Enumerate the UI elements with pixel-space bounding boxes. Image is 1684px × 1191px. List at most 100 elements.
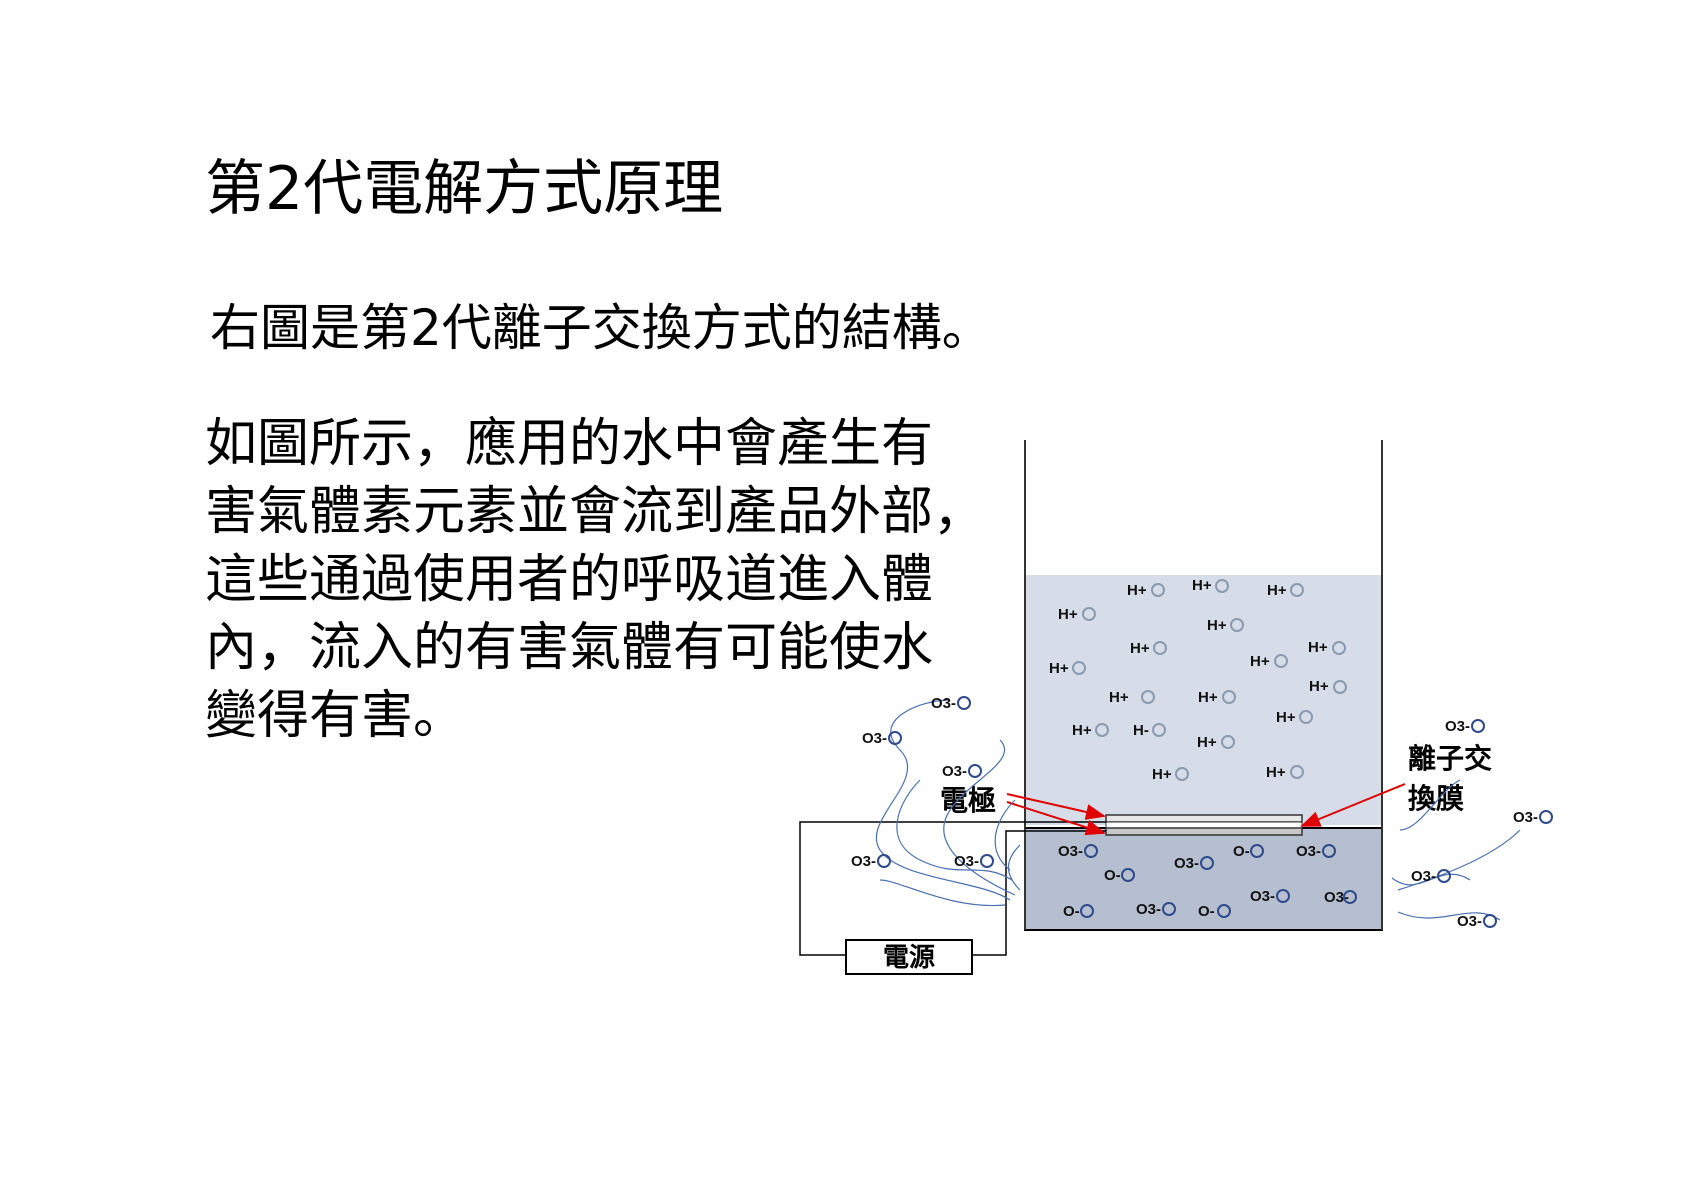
ion-label: O- [1198,903,1215,920]
ion-label: O3- [1174,855,1199,872]
ion-label: H+ [1207,617,1227,634]
ion-circle [1152,723,1166,737]
ion-label: H- [1133,722,1149,739]
ion-circle [1095,723,1109,737]
ion-circle [888,731,902,745]
ion-label: O- [1104,867,1121,884]
ion-circle [1215,579,1229,593]
membrane-label-line1: 離子交 [1408,742,1492,775]
ion-circle [1230,618,1244,632]
ion-circle [1141,690,1155,704]
ion-h: H+ [1197,734,1235,751]
ion-o: O3- [1136,901,1176,918]
ion-h: H+ [1266,764,1304,781]
ion-label: H+ [1192,577,1212,594]
intro-text: 右圖是第2代離子交換方式的結構。 [210,299,992,357]
slide-title: 第2代電解方式原理 [205,154,724,224]
power-supply-box [845,939,973,975]
electrode-top [1105,814,1303,823]
upper-ions-group: H+ H+ H+ H+ H+ H+ H+ H+ H+ H+ H+ H+ H+ H… [1049,577,1347,783]
ion-h: H+ [1207,617,1244,634]
ion-circle [957,696,971,710]
ion-label: H+ [1266,764,1286,781]
ion-label: H+ [1058,606,1078,623]
ion-o-outside: O3- [1457,913,1497,930]
ion-h: H+ [1130,640,1167,657]
ion-circle [1539,810,1553,824]
ion-o: O- [1198,903,1231,920]
ion-circle [1222,690,1236,704]
ion-circle [1332,641,1346,655]
ion-h: H+ [1072,722,1109,739]
ion-h: H+ [1109,689,1155,706]
gas-trails [875,699,1521,921]
ion-circle [1343,890,1357,904]
ion-label: O3- [1457,913,1482,930]
ion-o-outside: O3- [1513,809,1553,826]
ion-circle [1221,735,1235,749]
outside-ions-group: O3- O3- O3- O3- O3- O3- O3- O3- O3- [851,695,1553,930]
ion-circle [1299,710,1313,724]
ion-circle [1290,583,1304,597]
ion-o: O- [1233,843,1264,860]
ion-circle [1250,844,1264,858]
ion-label: O3- [1411,868,1436,885]
ion-h: H+ [1049,660,1086,677]
ion-label: O3- [931,695,956,712]
ion-h: H+ [1276,709,1313,726]
ion-h: H+ [1192,577,1229,594]
ion-circle [1276,889,1290,903]
ion-circle [1483,914,1497,928]
ion-label: H+ [1109,689,1129,706]
ion-o: O3- [1324,889,1357,906]
circuit-wire-right [972,830,1106,956]
ion-circle [968,764,982,778]
ion-label: O3- [1513,809,1538,826]
ion-label: H+ [1197,734,1217,751]
body-paragraph: 如圖所示，應用的水中會產生有 害氣體素元素並會流到產品外部， 這些通過使用者的呼… [205,410,985,750]
ion-o: O3- [1296,843,1336,860]
ion-o-outside: O3- [862,730,902,747]
ion-label: H+ [1198,689,1218,706]
ion-o: O3- [1250,888,1290,905]
ion-o-outside: O3- [1445,718,1485,735]
ion-label: H+ [1250,653,1270,670]
electrode-arrow-top [1006,793,1106,820]
ion-circle [1080,904,1094,918]
ion-circle [980,854,994,868]
ion-o-outside: O3- [942,763,982,780]
ion-exchange-membrane [1105,821,1303,829]
ion-o: O3- [1058,843,1098,860]
ion-o-outside: O3- [931,695,971,712]
ion-circle [1084,844,1098,858]
circuit-wire-left [799,821,1106,956]
ion-label: O3- [1324,889,1349,906]
ion-circle [1200,856,1214,870]
body-line: 害氣體素元素並會流到產品外部， [205,482,986,542]
ion-label: H+ [1152,766,1172,783]
ion-h: H+ [1058,606,1096,623]
ion-label: H+ [1276,709,1296,726]
membrane-arrow [1300,783,1406,827]
ion-o: O- [1063,903,1094,920]
ion-label: H+ [1049,660,1069,677]
ion-o-outside: O3- [1411,868,1451,885]
ion-circle [1333,680,1347,694]
ion-circle [1153,641,1167,655]
ion-o: O3- [1174,855,1214,872]
ion-h: H+ [1127,582,1165,599]
ion-label: H+ [1127,582,1147,599]
body-line: 內，流入的有害氣體有可能使水 [205,618,934,678]
ion-circle [1175,767,1189,781]
ion-label: H+ [1309,678,1329,695]
ion-circle [1471,719,1485,733]
ion-label: O3- [1445,718,1470,735]
ion-label: O3- [942,763,967,780]
ion-label: H+ [1308,639,1328,656]
ion-label: O3- [851,853,876,870]
ion-label: O3- [954,853,979,870]
ion-circle [877,854,891,868]
ion-circle [1151,583,1165,597]
